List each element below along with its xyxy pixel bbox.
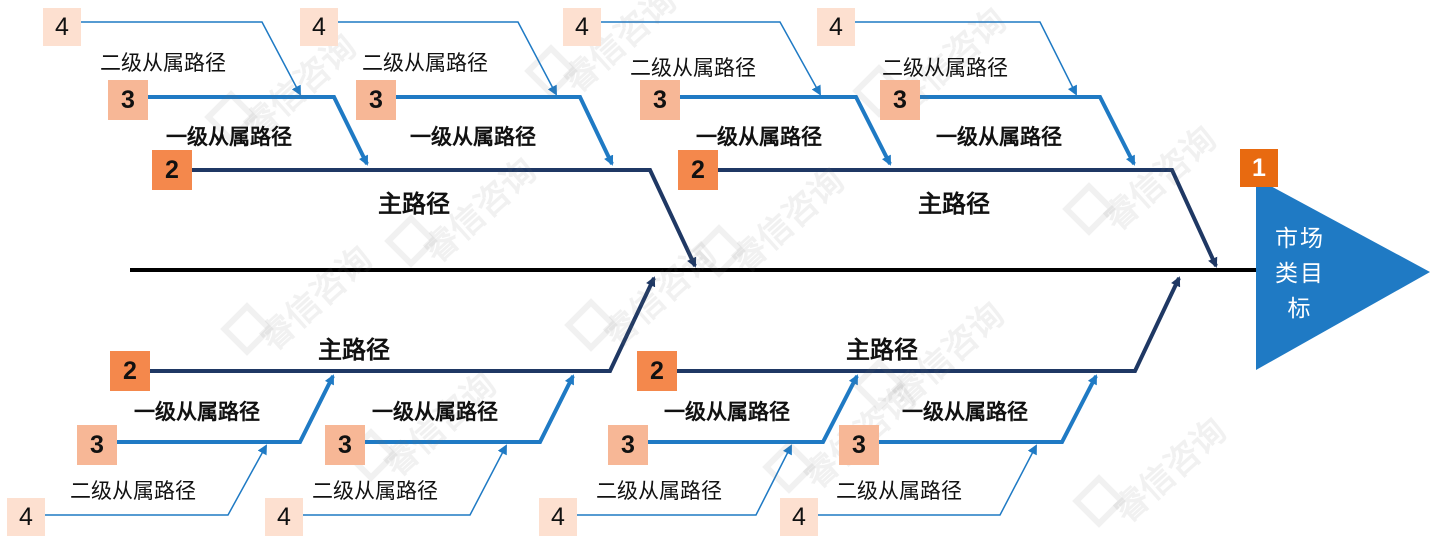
second-sub-path-line: [303, 444, 507, 516]
head-title: 市场类目标: [1275, 226, 1325, 322]
first-sub-path-label: 一级从属路径: [902, 399, 1028, 424]
second-sub-path-line: [855, 21, 1077, 96]
first-sub-path-label: 一级从属路径: [664, 399, 790, 424]
first-sub-path-line: [879, 374, 1098, 444]
first-sub-path-line: [396, 95, 614, 166]
main-path-label: 主路径: [318, 335, 390, 364]
second-sub-path-number-box: 4: [265, 498, 303, 536]
first-sub-path-label: 一级从属路径: [372, 399, 498, 424]
second-sub-path-label: 二级从属路径: [100, 51, 226, 75]
head-triangle: [1256, 178, 1430, 370]
first-sub-path-line: [117, 374, 335, 444]
second-sub-path-label: 二级从属路径: [70, 479, 196, 503]
first-sub-path-number-box: 3: [356, 80, 396, 120]
first-sub-path-number-box: 3: [640, 80, 680, 120]
first-sub-path-label: 一级从属路径: [696, 124, 822, 149]
main-path-line: [677, 276, 1181, 373]
second-sub-path-label: 二级从属路径: [362, 51, 488, 75]
first-sub-path-number-box: 3: [880, 80, 920, 120]
first-sub-path-label: 一级从属路径: [134, 399, 260, 424]
second-sub-path-number-box: 4: [563, 8, 601, 46]
first-sub-path-number-box: 3: [608, 425, 648, 465]
second-sub-path-line: [81, 21, 301, 96]
first-sub-path-number-box: 3: [77, 425, 117, 465]
main-path-line: [718, 168, 1218, 268]
second-sub-path-line: [577, 444, 792, 516]
first-sub-path-label: 一级从属路径: [166, 124, 292, 149]
main-path-number-box: 2: [637, 351, 677, 391]
first-sub-path-line: [920, 95, 1136, 166]
first-sub-path-label: 一级从属路径: [410, 124, 536, 149]
second-sub-path-line: [818, 444, 1037, 516]
first-sub-path-number-box: 3: [108, 80, 148, 120]
second-sub-path-number-box: 4: [43, 8, 81, 46]
head-number-box: 1: [1240, 149, 1278, 187]
first-sub-path-line: [148, 95, 369, 166]
first-sub-path-line: [365, 374, 575, 444]
second-sub-path-label: 二级从属路径: [312, 479, 438, 503]
main-path-number-box: 2: [678, 150, 718, 190]
second-sub-path-number-box: 4: [7, 498, 45, 536]
main-path-line: [150, 276, 656, 373]
main-path-label: 主路径: [918, 189, 990, 218]
first-sub-path-line: [648, 374, 859, 444]
second-sub-path-number-box: 4: [817, 8, 855, 46]
second-sub-path-number-box: 4: [780, 498, 818, 536]
first-sub-path-number-box: 3: [839, 425, 879, 465]
main-path-number-box: 2: [152, 150, 192, 190]
main-path-label: 主路径: [846, 335, 918, 364]
first-sub-path-label: 一级从属路径: [936, 124, 1062, 149]
main-path-label: 主路径: [378, 189, 450, 218]
second-sub-path-label: 二级从属路径: [596, 479, 722, 503]
second-sub-path-line: [601, 21, 821, 96]
second-sub-path-label: 二级从属路径: [836, 479, 962, 503]
main-path-number-box: 2: [110, 351, 150, 391]
second-sub-path-label: 二级从属路径: [882, 56, 1008, 80]
second-sub-path-line: [338, 21, 557, 96]
second-sub-path-number-box: 4: [300, 8, 338, 46]
first-sub-path-line: [680, 95, 892, 166]
main-path-line: [192, 168, 697, 268]
second-sub-path-number-box: 4: [539, 498, 577, 536]
second-sub-path-line: [45, 444, 267, 516]
first-sub-path-number-box: 3: [325, 425, 365, 465]
second-sub-path-label: 二级从属路径: [630, 56, 756, 80]
